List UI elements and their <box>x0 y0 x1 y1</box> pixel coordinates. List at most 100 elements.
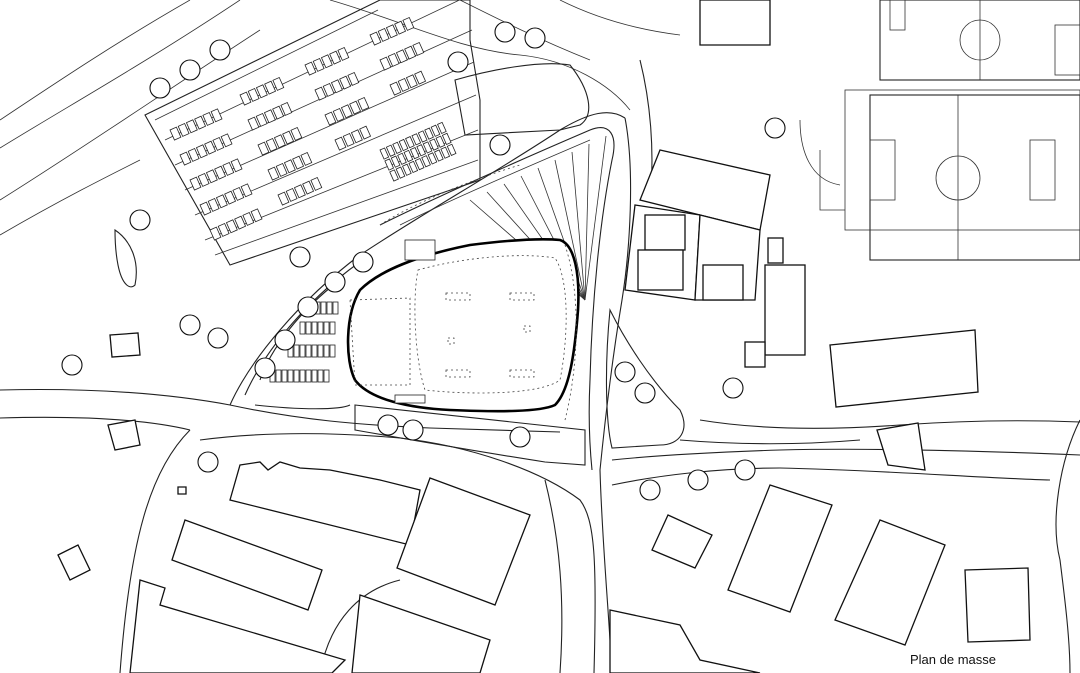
tree-icon <box>197 451 219 473</box>
parking-stall <box>430 124 441 137</box>
forecourt-line <box>584 135 607 301</box>
parking-stall <box>385 144 396 157</box>
tree-icon <box>764 117 786 139</box>
parking-stall <box>405 74 418 89</box>
trees <box>61 21 786 501</box>
parking-stall <box>310 176 323 191</box>
forecourt-line <box>554 159 586 301</box>
parking-stall <box>440 146 451 159</box>
tree-icon <box>149 77 171 99</box>
parking-stall <box>287 369 294 383</box>
parking-stall <box>311 321 318 335</box>
parking-stall <box>275 162 288 177</box>
parking-stall <box>390 155 401 168</box>
parking-stall <box>350 129 363 144</box>
tree-icon <box>129 209 151 231</box>
parking-stall <box>326 301 333 315</box>
parking-stall <box>210 108 223 123</box>
parking-stall <box>379 56 392 71</box>
parking-stall <box>317 344 324 358</box>
parking-stall <box>177 122 190 137</box>
parking-stall <box>411 133 422 146</box>
parking-block <box>239 76 285 106</box>
parking-stall <box>185 119 198 134</box>
parking-stall <box>293 344 300 358</box>
tree-icon <box>402 419 424 441</box>
parking-stall <box>189 176 202 191</box>
parking-stall <box>299 321 306 335</box>
parking-stall <box>215 194 228 209</box>
tree-icon <box>494 21 516 43</box>
tree-icon <box>489 134 511 156</box>
parking-stall <box>212 136 225 151</box>
tree-icon <box>634 382 656 404</box>
parking-stall <box>416 144 427 157</box>
parking-stall <box>179 151 192 166</box>
parking-block <box>379 41 425 71</box>
parking-stall <box>304 61 317 76</box>
main-project-site <box>254 127 615 471</box>
parking-stall <box>242 211 255 226</box>
parking-stall <box>225 219 238 234</box>
parking-stall <box>330 79 343 94</box>
parking-stall <box>282 130 295 145</box>
parking-stall <box>197 172 210 187</box>
parking-stall <box>320 301 327 315</box>
parking-stall <box>273 134 286 149</box>
parking-stall <box>377 27 390 42</box>
parking-stall <box>405 136 415 149</box>
parking-stall <box>397 77 410 92</box>
parking-stall <box>339 75 352 90</box>
parking-stall <box>435 135 446 148</box>
parking-stall <box>314 86 327 101</box>
parking-stall <box>408 160 419 174</box>
parking-stall <box>402 16 415 31</box>
tree-icon <box>297 296 319 318</box>
parking-stall <box>209 226 222 241</box>
tree-icon <box>352 251 374 273</box>
parking-stall <box>332 301 339 315</box>
parking-stall <box>409 147 420 160</box>
parking-block <box>369 16 415 46</box>
parking-stall <box>342 132 355 147</box>
tree-icon <box>734 459 756 481</box>
parking-block <box>199 183 253 216</box>
parking-stall <box>332 107 345 122</box>
parking-stall <box>293 184 306 199</box>
parking-stall <box>220 133 233 148</box>
parking-block <box>209 208 263 241</box>
parking-block <box>267 151 313 181</box>
parking-stall <box>324 111 337 126</box>
parking-stall <box>349 100 362 115</box>
parking-block <box>334 125 372 151</box>
parking-block <box>314 71 360 101</box>
parking-stall <box>433 149 444 162</box>
parking-stall <box>389 169 399 182</box>
parking-stall <box>169 126 182 141</box>
tree-icon <box>722 377 744 399</box>
parking-stall <box>387 52 400 67</box>
parking-stall <box>247 87 260 102</box>
parking-block <box>247 101 293 131</box>
parking-stall <box>305 344 312 358</box>
parking-stall <box>311 369 318 383</box>
parking-stall <box>311 344 318 358</box>
parking-stall <box>275 369 282 383</box>
parking-stall <box>305 321 312 335</box>
parking-stall <box>359 125 372 140</box>
parking-stall <box>317 321 324 335</box>
parking-stall <box>347 71 360 86</box>
parking-stall <box>317 369 324 383</box>
parking-stall <box>224 190 237 205</box>
parking-stall <box>394 20 407 35</box>
parking-stall <box>427 152 438 165</box>
parking-stall <box>247 116 260 131</box>
parking-stall <box>392 141 402 154</box>
parking-stall <box>329 50 342 65</box>
parking-stall <box>250 208 263 223</box>
tree-icon <box>207 327 229 349</box>
parking-stall <box>255 112 268 127</box>
parking-stall <box>239 91 252 106</box>
parking-stall <box>299 369 306 383</box>
parking-stall <box>446 143 457 156</box>
